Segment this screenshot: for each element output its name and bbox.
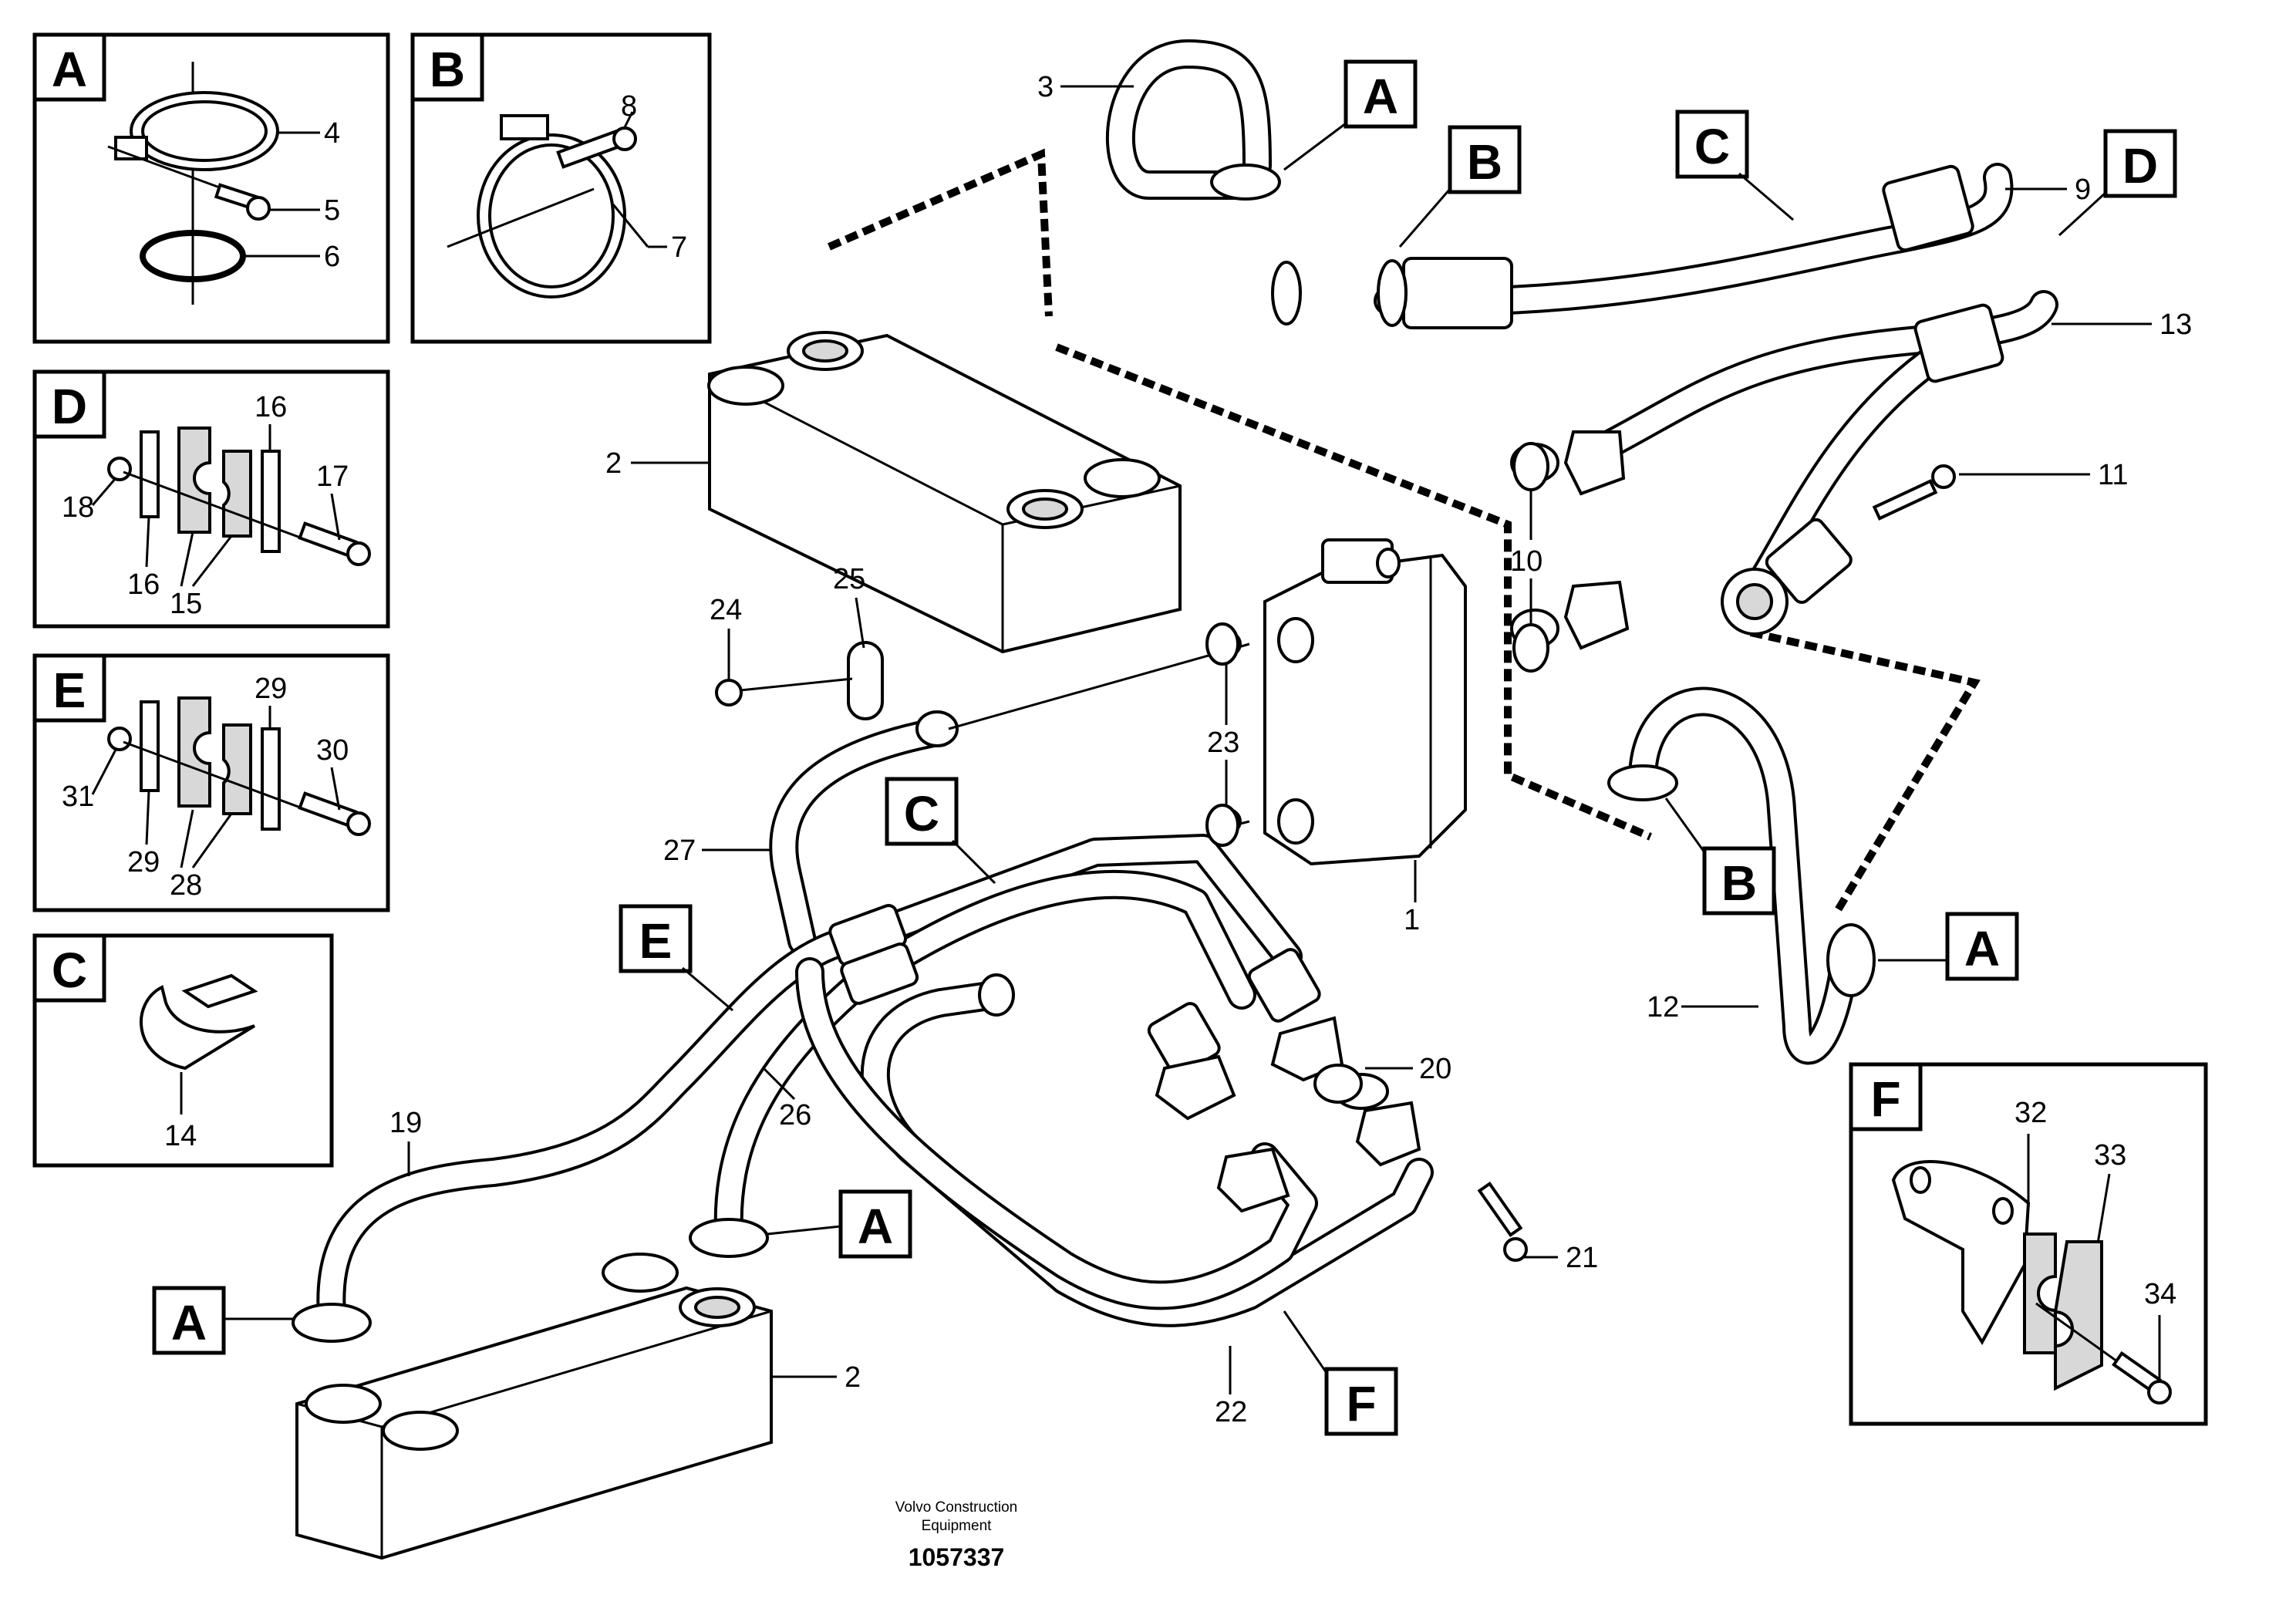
part-23-label: 23 xyxy=(1207,727,1239,759)
callout-a-right: A xyxy=(1878,912,2019,981)
part-1-label: 1 xyxy=(1404,904,1420,936)
callout-letter: D xyxy=(2122,138,2158,194)
detail-panel-c: C 14 xyxy=(32,933,334,1168)
callout-letter: B xyxy=(1721,855,1757,911)
callout-letter: A xyxy=(171,1295,207,1351)
part-11-label: 11 xyxy=(2098,459,2128,491)
part-25-label: 25 xyxy=(833,563,865,595)
part-9-label: 9 xyxy=(2075,174,2091,206)
callout-a-top: A xyxy=(1283,59,1418,171)
seals xyxy=(1205,442,1549,1104)
callout-letter: C xyxy=(1694,119,1730,174)
label-8: 8 xyxy=(621,90,637,123)
part-26-label: 26 xyxy=(779,1099,811,1131)
document-number: 1057337 xyxy=(909,1543,1005,1571)
callout-b-right: B xyxy=(1664,798,1776,916)
label-16-bottom: 16 xyxy=(127,568,160,601)
callout-letter: F xyxy=(1346,1376,1376,1431)
label-34: 34 xyxy=(2144,1278,2176,1310)
label-31: 31 xyxy=(62,781,94,813)
panel-c-letter: C xyxy=(52,943,87,998)
part-22-label: 22 xyxy=(1215,1396,1247,1428)
callout-f: F xyxy=(1283,1310,1398,1436)
callout-letter: A xyxy=(1363,69,1398,124)
callout-letter: A xyxy=(1964,921,2000,976)
label-4: 4 xyxy=(324,117,340,150)
callout-b-top: B xyxy=(1398,125,1522,248)
part-2-lower-label: 2 xyxy=(845,1361,861,1394)
part-3-label: 3 xyxy=(1037,71,1054,103)
part-20-label: 20 xyxy=(1419,1053,1451,1085)
dashed-connections xyxy=(828,148,1981,916)
detail-panel-a: A 4 5 6 xyxy=(32,32,390,344)
panel-a-letter: A xyxy=(52,42,87,97)
label-16-top: 16 xyxy=(255,391,287,423)
part-2-upper-label: 2 xyxy=(605,447,622,480)
detail-panel-b: B 8 7 xyxy=(410,32,712,344)
label-28: 28 xyxy=(170,869,202,902)
callout-letter: A xyxy=(858,1199,893,1254)
callout-c-top: C xyxy=(1675,110,1794,221)
part-13-label: 13 xyxy=(2159,309,2192,341)
callout-letter: E xyxy=(639,913,673,969)
part-21-label: 21 xyxy=(1566,1242,1598,1274)
upper-oil-cooler xyxy=(707,331,1182,654)
label-17: 17 xyxy=(316,460,349,493)
part-labels: 3 9 13 11 10 2 24 25 23 1 27 12 20 19 26… xyxy=(389,71,2192,1428)
part-10-label: 10 xyxy=(1510,545,1542,578)
detail-panel-e: E 29 30 31 29 28 xyxy=(32,653,390,912)
part-12-label: 12 xyxy=(1647,991,1679,1023)
hose-13 xyxy=(1510,290,2058,650)
label-15: 15 xyxy=(170,588,202,620)
credit-line-1: Volvo Construction xyxy=(895,1499,1017,1516)
credit-line-2: Equipment xyxy=(922,1518,993,1534)
panel-b-letter: B xyxy=(430,42,465,97)
label-7: 7 xyxy=(671,231,687,264)
panel-e-letter: E xyxy=(53,663,86,718)
panel-d-letter: D xyxy=(52,379,87,434)
callout-letter: C xyxy=(904,786,939,841)
pipe-assembly-lower xyxy=(292,641,1528,1343)
label-29-bottom: 29 xyxy=(127,846,160,878)
part-24-label: 24 xyxy=(710,594,742,626)
valve-block xyxy=(1211,538,1467,866)
label-30: 30 xyxy=(316,734,349,767)
detail-panel-f: F 32 33 34 xyxy=(1849,1062,2208,1426)
callout-a-lower-left: A xyxy=(152,1286,293,1355)
footer: Volvo Construction Equipment 1057337 xyxy=(895,1499,1017,1571)
label-14: 14 xyxy=(164,1120,197,1152)
label-32: 32 xyxy=(2014,1097,2047,1129)
part-27-label: 27 xyxy=(663,835,696,867)
panel-f-letter: F xyxy=(1870,1071,1900,1127)
label-6: 6 xyxy=(324,241,340,273)
pipe-3 xyxy=(1105,39,1302,325)
pipe-12 xyxy=(1607,686,1876,1065)
part-19-label: 19 xyxy=(389,1107,422,1139)
callout-d-top: D xyxy=(2058,129,2177,237)
detail-panel-d: D 16 17 18 16 15 xyxy=(32,369,390,629)
hose-9 xyxy=(1374,163,2014,329)
callout-letter: B xyxy=(1467,134,1502,190)
callout-c-middle: C xyxy=(885,777,996,885)
callout-a-lower-mid: A xyxy=(767,1189,912,1259)
lower-oil-cooler xyxy=(295,1253,773,1560)
label-18: 18 xyxy=(62,491,94,524)
label-29-top: 29 xyxy=(255,673,287,705)
label-5: 5 xyxy=(324,194,340,227)
label-33: 33 xyxy=(2094,1139,2126,1172)
callout-e: E xyxy=(619,904,733,1012)
